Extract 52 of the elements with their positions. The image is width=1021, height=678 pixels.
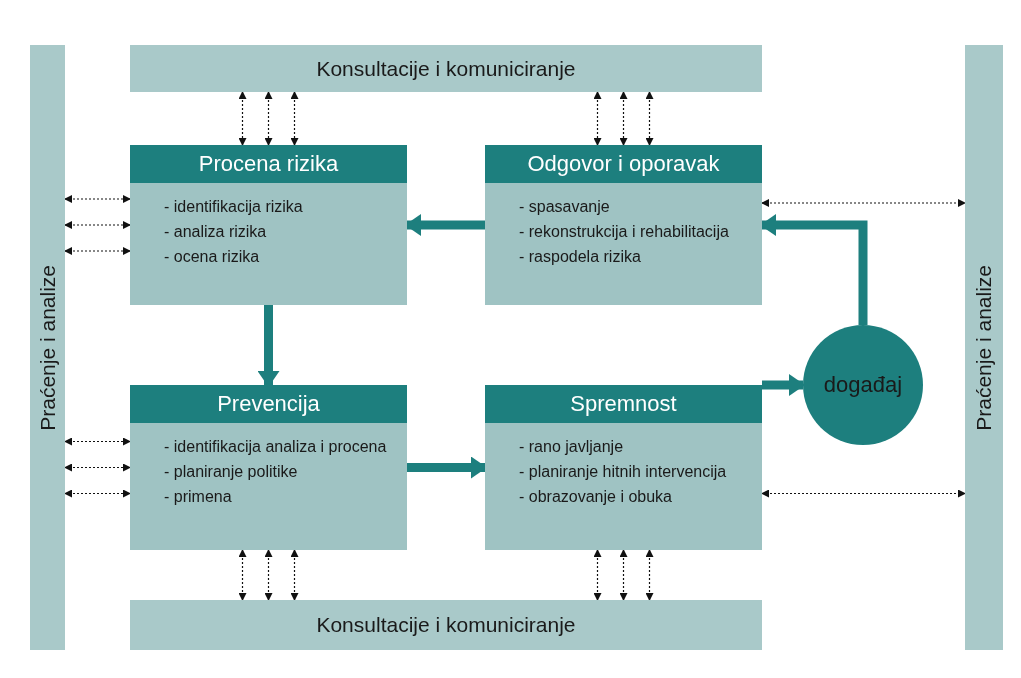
card-heading: Odgovor i oporavak bbox=[485, 145, 762, 183]
dotted-arrow bbox=[238, 549, 247, 601]
list-item: - rekonstrukcija i rehabilitacija bbox=[519, 222, 730, 241]
list-item: - primena bbox=[164, 487, 233, 506]
process-card bbox=[130, 145, 407, 305]
dotted-arrow bbox=[645, 91, 654, 146]
list-item: - spasavanje bbox=[519, 197, 611, 216]
vertical-band bbox=[965, 45, 1003, 650]
list-item: - raspodela rizika bbox=[519, 247, 642, 266]
list-item: - identifikacija analiza i procena bbox=[164, 437, 388, 456]
vertical-band bbox=[30, 45, 65, 650]
horizontal-band bbox=[130, 600, 762, 650]
list-item: - obrazovanje i obuka bbox=[519, 487, 673, 506]
band-label: Konsultacije i komuniciranje bbox=[316, 56, 576, 81]
flow-arrow bbox=[762, 374, 805, 396]
list-item: - ocena rizika bbox=[164, 247, 261, 266]
dotted-arrow bbox=[64, 195, 131, 203]
circle-label: događaj bbox=[823, 372, 903, 398]
dotted-arrow bbox=[264, 91, 273, 146]
dotted-arrow bbox=[64, 489, 131, 498]
dotted-arrow bbox=[593, 91, 602, 146]
card-heading: Prevencija bbox=[130, 385, 407, 423]
list-item: - analiza rizika bbox=[164, 222, 268, 241]
list-item: - planiranje politike bbox=[164, 462, 299, 481]
dotted-arrow bbox=[619, 91, 628, 146]
process-card bbox=[485, 145, 762, 305]
list-item: - rano javljanje bbox=[519, 437, 625, 456]
dotted-arrow bbox=[761, 489, 966, 498]
dotted-arrow bbox=[64, 221, 131, 229]
list-item: - identifikacija rizika bbox=[164, 197, 304, 216]
process-card bbox=[485, 385, 762, 550]
dotted-arrow bbox=[64, 247, 131, 255]
dotted-arrow bbox=[64, 437, 131, 446]
dotted-arrow bbox=[290, 549, 299, 601]
list-item: - planiranje hitnih intervencija bbox=[519, 462, 728, 481]
band-label: Praćenje i analize bbox=[972, 264, 996, 431]
band-label: Praćenje i analize bbox=[35, 264, 60, 431]
dotted-arrow bbox=[290, 91, 299, 146]
dotted-arrow bbox=[645, 549, 654, 601]
dotted-arrow bbox=[264, 549, 273, 601]
horizontal-band bbox=[130, 45, 762, 92]
dotted-arrow bbox=[761, 199, 966, 207]
band-label: Konsultacije i komuniciranje bbox=[316, 613, 576, 637]
card-heading: Procena rizika bbox=[130, 145, 407, 183]
dotted-arrow bbox=[238, 91, 247, 146]
dotted-arrow bbox=[64, 463, 131, 472]
process-card bbox=[130, 385, 407, 550]
dotted-arrow bbox=[593, 549, 602, 601]
flow-arrow bbox=[257, 305, 280, 387]
card-heading: Spremnost bbox=[485, 385, 762, 423]
flow-arrow bbox=[407, 456, 487, 479]
dotted-arrow bbox=[619, 549, 628, 601]
